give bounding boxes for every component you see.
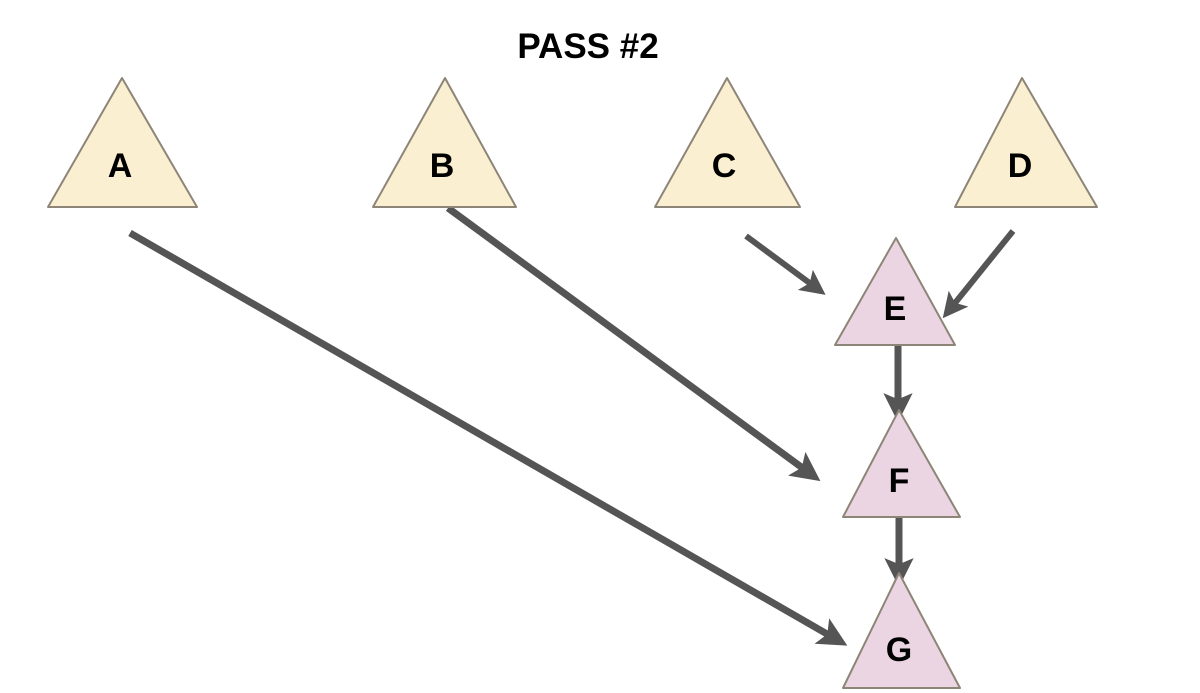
node-c[interactable]: C [654, 77, 801, 208]
edge-arrow-d-e [942, 229, 1016, 319]
triangle-shape-b[interactable] [372, 77, 517, 208]
triangle-shape-a[interactable] [47, 77, 198, 208]
node-b[interactable]: B [372, 77, 517, 208]
node-a[interactable]: A [47, 77, 198, 208]
node-label-e: E [884, 290, 907, 328]
node-label-d: D [1008, 147, 1033, 185]
node-d[interactable]: D [954, 77, 1098, 208]
edges-layer [128, 205, 1016, 646]
triangle-shape-c[interactable] [654, 77, 801, 208]
node-label-f: F [889, 462, 910, 500]
edge-arrow-b-f [445, 205, 821, 482]
nodes-layer: A B C D E F G [47, 77, 1098, 689]
node-g[interactable]: G [842, 572, 961, 689]
node-label-b: B [430, 147, 455, 185]
node-label-g: G [886, 631, 912, 669]
triangle-shape-d[interactable] [954, 77, 1098, 208]
triangle-shape-f[interactable] [842, 409, 961, 518]
node-label-a: A [108, 147, 133, 185]
page-title: PASS #2 [517, 27, 658, 66]
edge-arrow-a-g [128, 229, 848, 646]
edge-arrow-c-e [744, 233, 826, 295]
node-label-c: C [712, 147, 737, 185]
node-e[interactable]: E [834, 237, 956, 346]
triangle-shape-g[interactable] [842, 572, 961, 689]
node-f[interactable]: F [842, 409, 961, 518]
triangle-shape-e[interactable] [834, 237, 956, 346]
